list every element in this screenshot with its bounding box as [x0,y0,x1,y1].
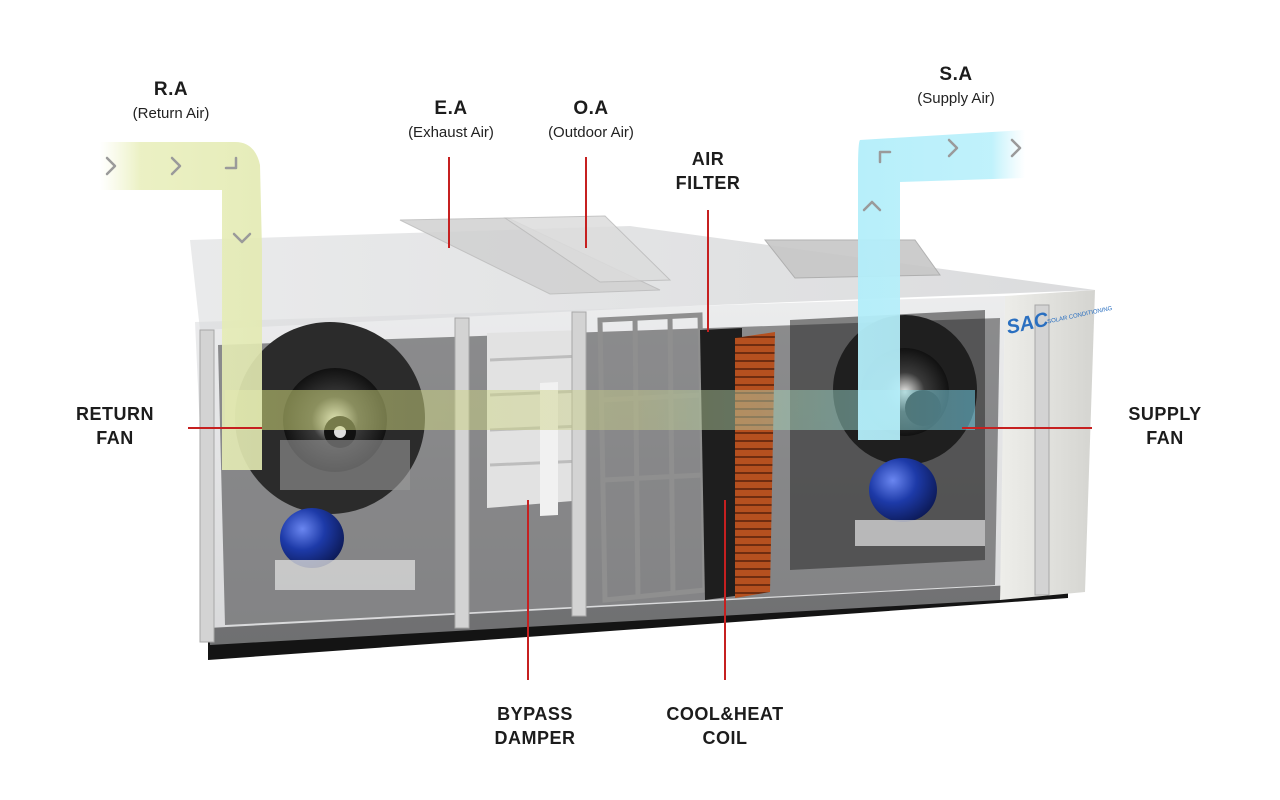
label-bypass-damper: BYPASS DAMPER [470,702,600,750]
label-supply-fan-line2: FAN [1146,428,1184,448]
label-outdoor-air-sub: (Outdoor Air) [548,123,634,141]
label-supply-fan-line1: SUPPLY [1128,404,1202,424]
label-supply-fan: SUPPLY FAN [1105,402,1225,450]
label-air-filter-line1: AIR [691,149,725,169]
label-cool-heat-coil-line1: COOL&HEAT [666,704,784,724]
label-return-air-code: R.A [153,79,189,100]
label-supply-air-sub: (Supply Air) [917,89,995,107]
label-cool-heat-coil-line2: COIL [702,728,748,748]
label-air-filter: AIR FILTER [653,147,763,195]
label-exhaust-air-sub: (Exhaust Air) [408,123,494,141]
label-cool-heat-coil: COOL&HEAT COIL [650,702,800,750]
label-outdoor-air-code: O.A [573,98,609,119]
label-return-fan: RETURN FAN [55,402,175,450]
supply-air-arrow-icons [862,138,1022,212]
label-return-fan-line1: RETURN [76,404,154,424]
label-bypass-damper-line1: BYPASS [497,704,573,724]
label-supply-air-code: S.A [939,64,973,85]
label-air-filter-line2: FILTER [675,173,741,193]
label-return-air-sub: (Return Air) [132,104,210,122]
label-exhaust-air-code: E.A [434,98,468,119]
label-return-fan-line2: FAN [96,428,134,448]
label-return-air: R.A (Return Air) [100,79,242,122]
leader-lines [188,157,1092,680]
label-supply-air: S.A (Supply Air) [886,64,1026,107]
label-outdoor-air: O.A (Outdoor Air) [516,98,666,141]
label-exhaust-air: E.A (Exhaust Air) [378,98,524,141]
label-bypass-damper-line2: DAMPER [494,728,576,748]
return-air-arrow-icons [105,156,252,244]
